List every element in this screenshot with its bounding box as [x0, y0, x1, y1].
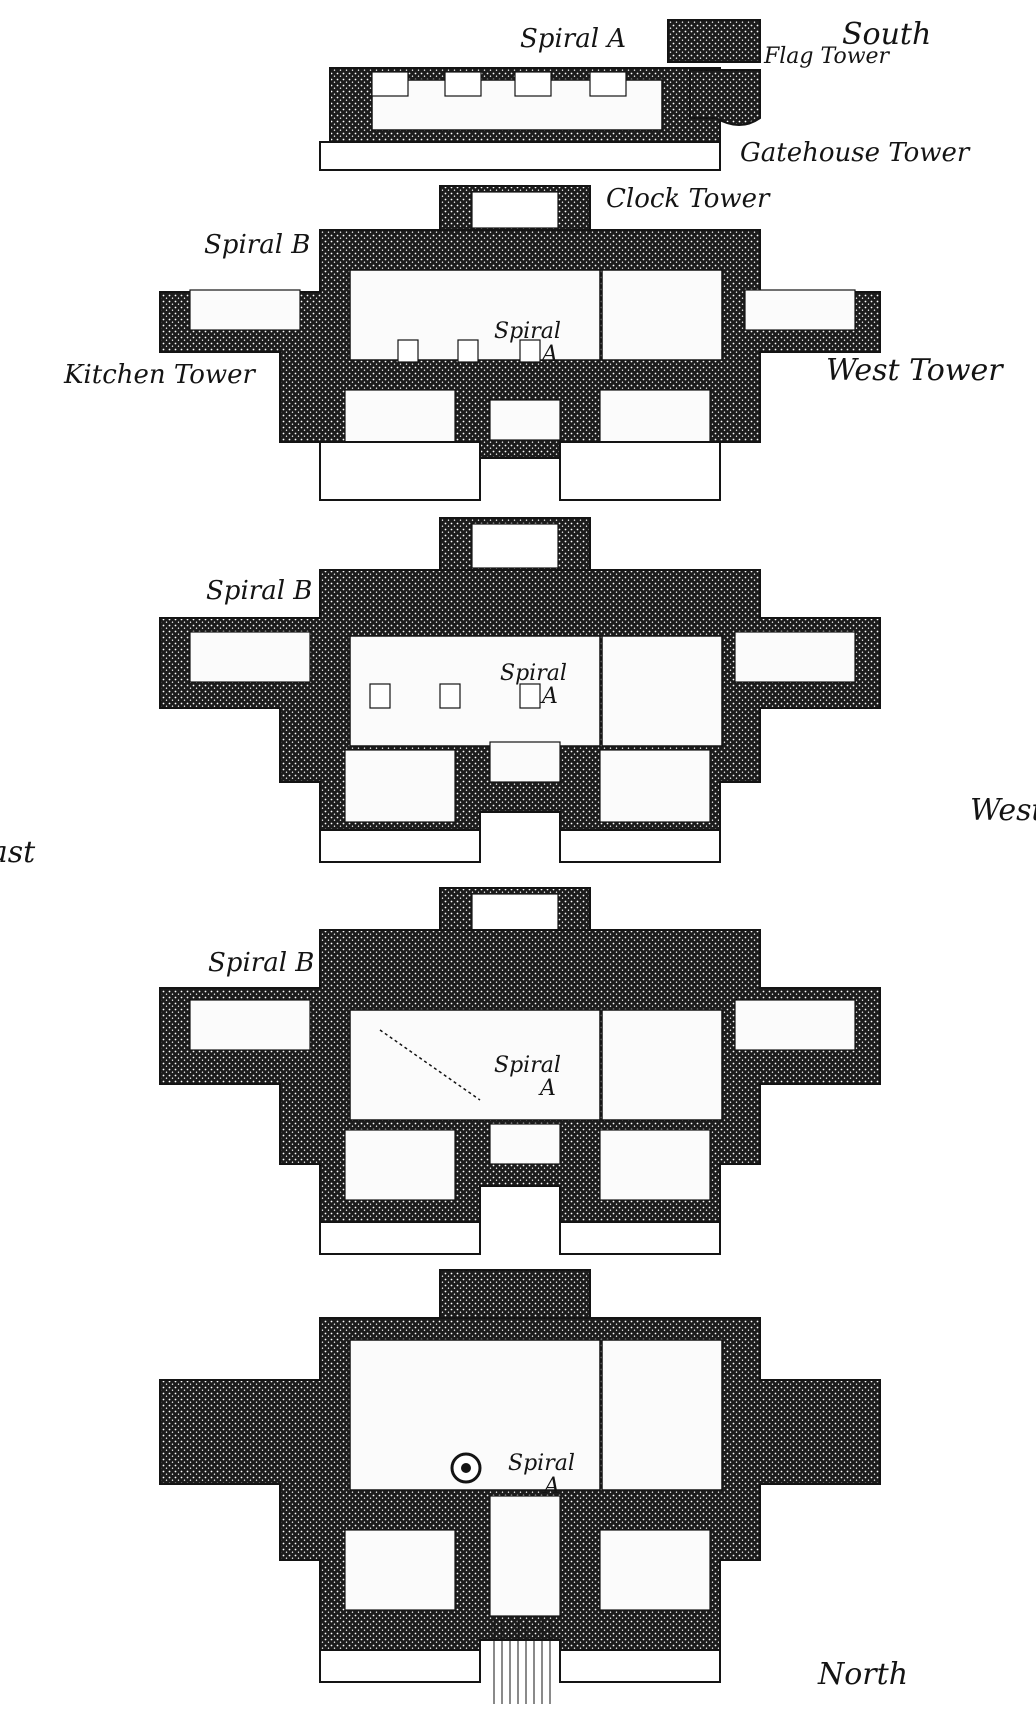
label-west: West: [970, 793, 1036, 828]
label-gatehouse-tower: Gatehouse Tower: [740, 138, 970, 168]
first-staircase: [379, 1029, 481, 1101]
label-spiral-a-ground: Spiral A: [508, 1452, 575, 1498]
second-great-hall: [349, 635, 601, 747]
label-spiral-a-second: Spiral A: [500, 662, 567, 708]
roof-battlement-4: [589, 71, 627, 97]
label-west-tower: West Tower: [826, 353, 1003, 388]
upper-front-face: [319, 441, 481, 501]
ground-entrance-steps: [493, 1620, 551, 1704]
label-spiral-a-roof: Spiral A: [520, 24, 627, 54]
floor-plan-second: [159, 517, 881, 863]
ground-tower-block: [439, 1269, 591, 1321]
floor-plan-first: [159, 887, 881, 1255]
spiral-letter: A: [540, 1076, 556, 1102]
spiral-letter: A: [542, 342, 558, 368]
spiral-letter: A: [544, 1474, 560, 1500]
upper-great-hall: [349, 269, 601, 361]
ground-entrance-passage: [489, 1495, 561, 1617]
roof-front-face: [319, 141, 721, 171]
label-east: East: [0, 835, 36, 870]
upper-west-room: [601, 269, 723, 361]
floor-plan-upper: [159, 185, 881, 501]
label-clock-tower: Clock Tower: [606, 184, 770, 214]
label-spiral-b-upper: Spiral B: [204, 230, 311, 260]
label-spiral-b-second: Spiral B: [206, 576, 313, 606]
label-kitchen-tower: Kitchen Tower: [64, 360, 255, 390]
gatehouse-tower-turret: [689, 69, 761, 126]
label-spiral-b-first: Spiral B: [208, 948, 315, 978]
spiral-word: Spiral: [494, 1053, 561, 1078]
label-spiral-a-first: Spiral A: [494, 1054, 561, 1100]
label-spiral-a-upper: Spiral A: [494, 320, 561, 366]
roof-battlement-2: [444, 71, 482, 97]
floor-plan-roof: [319, 19, 761, 171]
label-flag-tower: Flag Tower: [764, 44, 890, 69]
floor-plan-ground: [159, 1269, 881, 1704]
label-north: North: [818, 1657, 909, 1692]
roof-battlement-3: [514, 71, 552, 97]
first-great-hall: [349, 1009, 601, 1121]
flag-tower-block: [667, 19, 761, 63]
label-south: South: [842, 17, 932, 52]
spiral-word: Spiral: [508, 1451, 575, 1476]
roof-battlement-1: [371, 71, 409, 97]
upper-kitchen-tower-room: [189, 289, 301, 331]
spiral-letter: A: [542, 684, 558, 710]
spiral-word: Spiral: [494, 319, 561, 344]
spiral-word: Spiral: [500, 661, 567, 686]
upper-west-tower-room: [744, 289, 856, 331]
